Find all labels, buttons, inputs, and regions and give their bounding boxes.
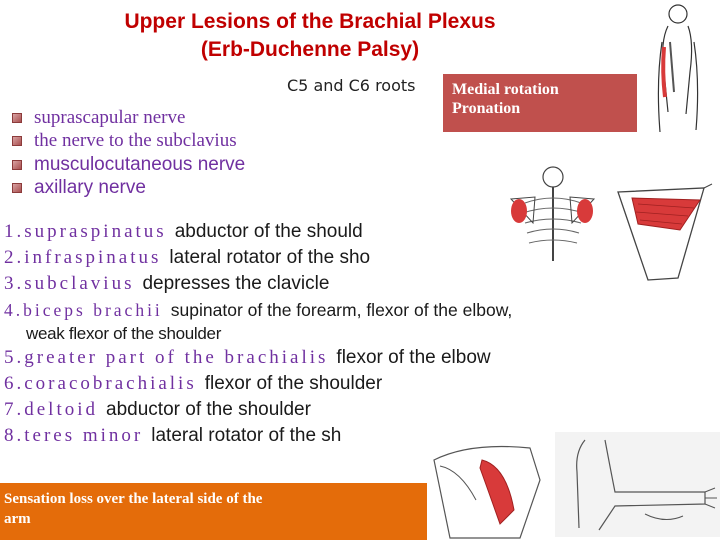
list-item: 7.deltoid abductor of the shoulder (4, 397, 720, 423)
bullet-icon (12, 159, 22, 170)
nerve-list: suprascapular nerve the nerve to the sub… (12, 106, 245, 200)
muscle-action: supinator of the forearm, flexor of the … (170, 300, 513, 320)
sensation-line1: Sensation loss over the lateral side of … (4, 491, 263, 507)
nerve-label: suprascapular nerve (34, 106, 186, 128)
muscle-name: 1.supraspinatus (4, 221, 167, 242)
list-item-continuation: weak flexor of the shoulder (4, 323, 720, 345)
muscle-name: 2.infraspinatus (4, 247, 162, 268)
deformity-box: Medial rotation Pronation (443, 74, 637, 132)
muscle-action: abductor of the shoulder (106, 399, 311, 420)
bullet-icon (12, 112, 22, 123)
list-item: 3.subclavius depresses the clavicle (4, 271, 720, 297)
limb-figure (555, 432, 720, 537)
list-item: the nerve to the subclavius (12, 130, 245, 154)
sensation-box: Sensation loss over the lateral side of … (0, 483, 427, 540)
nerve-label: musculocutaneous nerve (34, 153, 246, 175)
nerve-label: the nerve to the subclavius (34, 130, 237, 152)
scapula-muscle-figure (617, 183, 713, 281)
list-item: 2.infraspinatus lateral rotator of the sh… (4, 245, 720, 271)
slide-title-line1: Upper Lesions of the Brachial Plexus (124, 10, 496, 33)
muscle-action: lateral rotator of the sh (151, 425, 342, 446)
bullet-icon (12, 136, 22, 147)
list-item: axillary nerve (12, 177, 245, 201)
muscle-name: 6.coracobrachialis (4, 373, 197, 394)
list-item: 6.coracobrachialis flexor of the shoulder (4, 371, 720, 397)
sensation-line2: arm (4, 511, 31, 527)
list-item: 1.supraspinatus abductor of the should (4, 219, 720, 245)
roots-label: C5 and C6 roots (287, 76, 416, 95)
muscle-name: 4.biceps brachii (4, 300, 163, 320)
muscle-name: 8.teres minor (4, 425, 144, 446)
muscle-action: flexor of the shoulder (204, 373, 383, 394)
slide-title-line2: (Erb-Duchenne Palsy) (200, 38, 420, 61)
muscle-action: depresses the clavicle (142, 273, 330, 294)
deformity-line1: Medial rotation (452, 81, 559, 98)
muscle-name: 5.greater part of the brachialis (4, 347, 329, 368)
skeleton-back-figure (509, 166, 596, 261)
muscle-name: 7.deltoid (4, 399, 99, 420)
shoulder-muscle-figure (433, 445, 541, 539)
muscle-action: abductor of the should (174, 221, 363, 242)
muscle-name: 3.subclavius (4, 273, 135, 294)
list-item: 5.greater part of the brachialis flexor o… (4, 345, 720, 371)
deformity-line2: Pronation (452, 100, 521, 117)
list-item: 4.biceps brachii supinator of the forearm… (4, 297, 720, 323)
arm-figure (657, 4, 699, 133)
bullet-icon (12, 183, 22, 194)
list-item: suprascapular nerve (12, 106, 245, 130)
muscle-action: lateral rotator of the sho (169, 247, 371, 268)
list-item: musculocutaneous nerve (12, 153, 245, 177)
list-item: 8.teres minor lateral rotator of the sh (4, 423, 720, 449)
muscle-list: 1.supraspinatus abductor of the should 2.… (4, 219, 720, 449)
muscle-action: flexor of the elbow (336, 347, 491, 368)
nerve-label: axillary nerve (34, 177, 146, 199)
muscle-action: weak flexor of the shoulder (26, 324, 222, 343)
